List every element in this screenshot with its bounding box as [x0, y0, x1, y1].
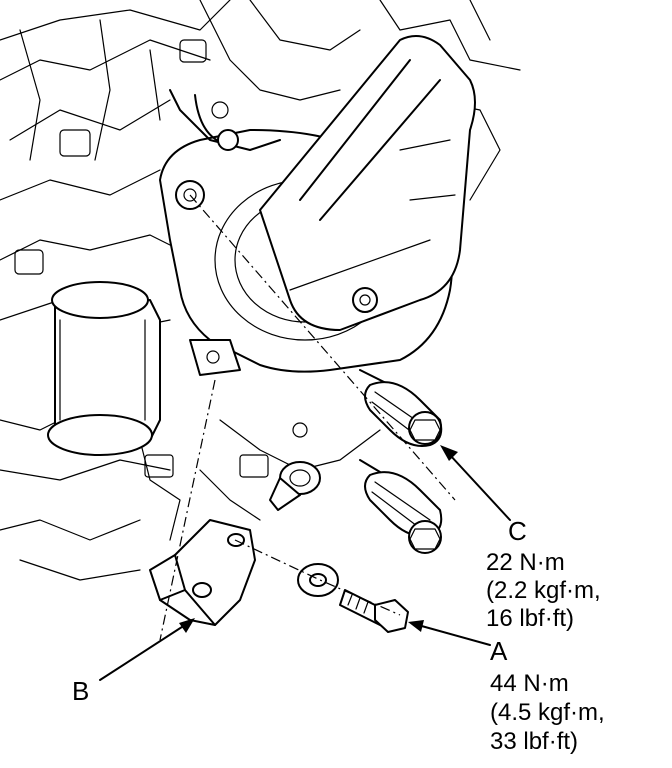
- arrow-b-head: [179, 618, 195, 633]
- callout-c: C 22 N·m (2.2 kgf·m, 16 lbf·ft): [486, 516, 601, 632]
- bolt-a: [339, 589, 409, 633]
- flange-bolt: [269, 461, 321, 511]
- alignment-lines: [159, 194, 456, 641]
- callout-arrows: [99, 445, 511, 681]
- bracket-b: [149, 519, 256, 626]
- callout-c-torque-nm: 22 N·m: [486, 549, 565, 576]
- callout-b: B: [72, 676, 89, 706]
- callout-a-letter: A: [490, 636, 508, 666]
- callout-a-torque-nm: 44 N·m: [490, 670, 569, 697]
- arrow-c-head: [440, 445, 458, 461]
- callout-c-torque-lbf: 16 lbf·ft): [486, 605, 574, 632]
- bolt-c-lower: [359, 459, 443, 554]
- arrow-a-head: [408, 620, 424, 632]
- mount-bracket-arm: [259, 35, 476, 331]
- callout-c-letter: C: [508, 516, 527, 546]
- callout-a-torque-lbf: 33 lbf·ft): [490, 728, 578, 755]
- callout-a-torque-kgf: (4.5 kgf·m,: [490, 699, 605, 726]
- callout-c-torque-kgf: (2.2 kgf·m,: [486, 577, 601, 604]
- washer: [297, 563, 339, 597]
- callout-a: A 44 N·m (4.5 kgf·m, 33 lbf·ft): [490, 636, 605, 755]
- oil-filter: [47, 281, 161, 456]
- callout-b-letter: B: [72, 676, 89, 706]
- bolt-c-upper: [359, 369, 443, 447]
